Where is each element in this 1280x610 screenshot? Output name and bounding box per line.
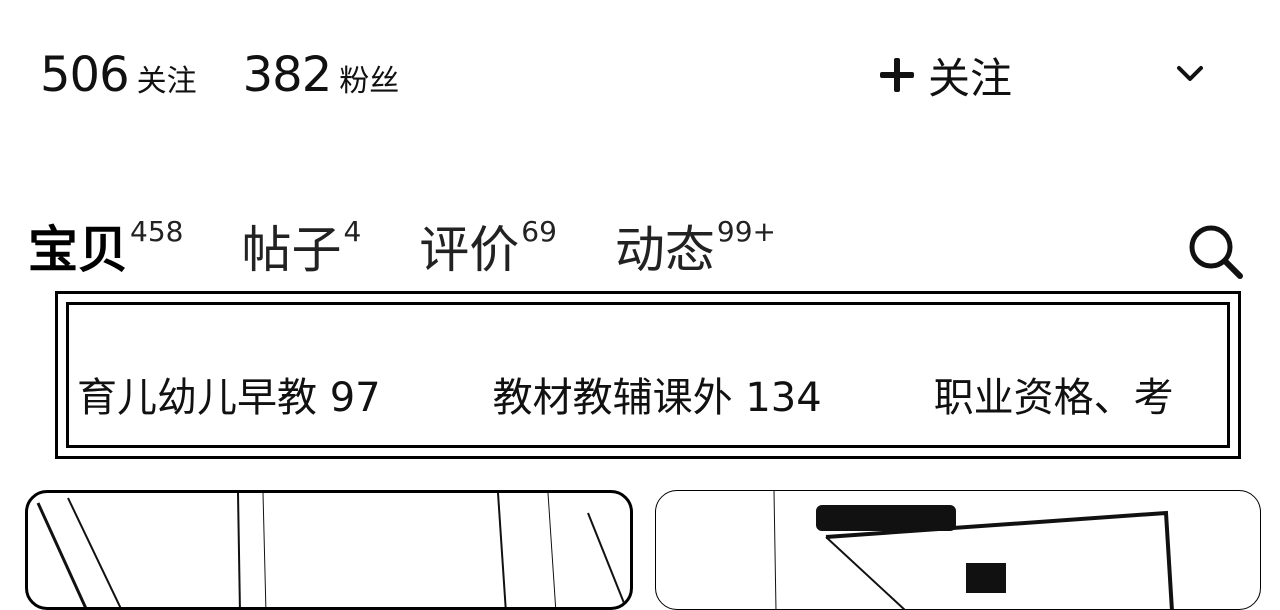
category-item[interactable]: 育儿幼儿早教 97 (77, 375, 381, 421)
product-thumbnail (773, 491, 1174, 609)
profile-stats: 506 关注 382 粉丝 (40, 40, 445, 110)
search-icon[interactable] (1186, 222, 1244, 280)
tab-label: 评价 (419, 221, 520, 279)
followers-stat[interactable]: 382 粉丝 (243, 47, 400, 103)
tab-activity[interactable]: 动态 99+ (615, 215, 776, 285)
following-count: 506 (40, 47, 130, 103)
followers-label: 粉丝 (339, 64, 400, 99)
follow-button[interactable]: 关注 (880, 45, 1012, 105)
category-filter-frame: 育儿幼儿早教 97 教材教辅课外 134 职业资格、考 (55, 291, 1241, 459)
tab-reviews[interactable]: 评价 69 (419, 215, 557, 285)
category-item[interactable]: 教材教辅课外 134 (492, 375, 822, 421)
category-track: 育儿幼儿早教 97 教材教辅课外 134 职业资格、考 (77, 365, 1227, 423)
tab-label: 帖子 (241, 221, 342, 279)
tab-count: 69 (521, 215, 557, 248)
product-thumbnail (36, 493, 627, 607)
category-item[interactable]: 职业资格、考 (933, 375, 1174, 421)
tab-label: 宝贝 (28, 221, 128, 279)
tab-label: 动态 (614, 221, 715, 279)
tab-items[interactable]: 宝贝 458 (28, 215, 183, 285)
chevron-down-icon[interactable] (1170, 56, 1210, 92)
plus-icon (880, 58, 914, 92)
tab-posts[interactable]: 帖子 4 (241, 215, 361, 285)
tab-count: 4 (343, 215, 362, 248)
following-label: 关注 (136, 64, 197, 99)
followers-count: 382 (242, 47, 333, 103)
tab-count: 99+ (716, 215, 777, 248)
follow-button-label: 关注 (928, 53, 1013, 103)
tab-count: 458 (130, 215, 184, 248)
following-stat[interactable]: 506 关注 (40, 47, 197, 103)
content-tabs: 宝贝 458 帖子 4 评价 69 动态 99+ (28, 205, 834, 285)
product-card[interactable] (25, 490, 633, 610)
category-filter-bar[interactable]: 育儿幼儿早教 97 教材教辅课外 134 职业资格、考 (66, 302, 1230, 448)
product-card[interactable] (655, 490, 1261, 610)
